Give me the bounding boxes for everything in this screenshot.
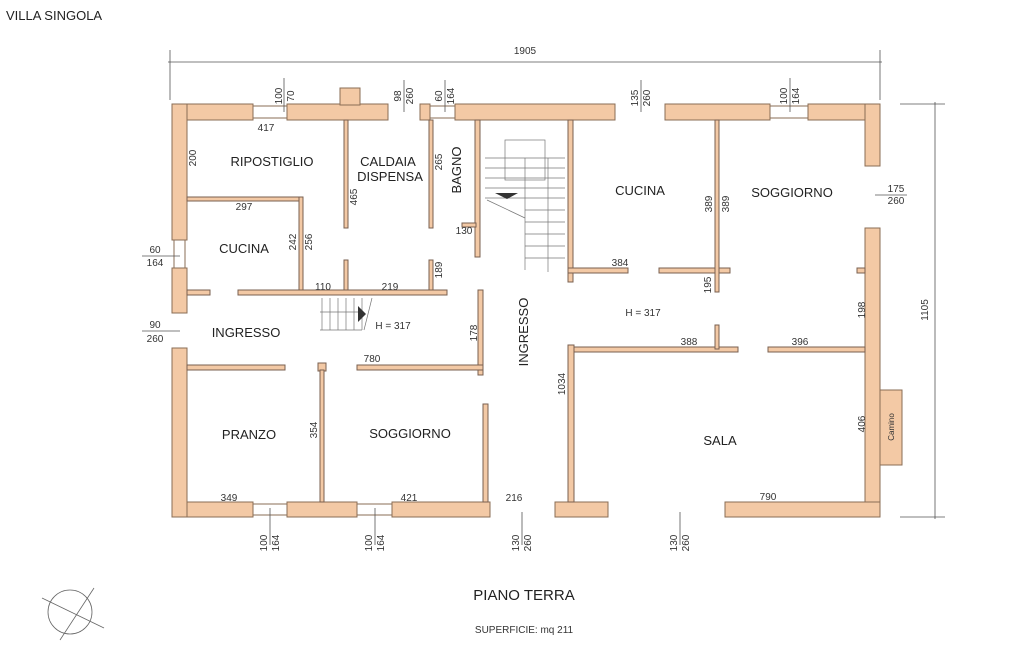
- room-cucina-left: CUCINA: [219, 241, 269, 256]
- main-staircase: [485, 139, 565, 272]
- opening-width: 100: [259, 534, 270, 551]
- dim: 406: [857, 415, 868, 432]
- dim-total-depth: 1105: [920, 299, 931, 321]
- dim: 189: [434, 261, 445, 278]
- room-cucina-right: CUCINA: [615, 183, 665, 198]
- dim: 396: [792, 337, 809, 348]
- window: [429, 105, 456, 119]
- opening-height: 70: [286, 90, 297, 102]
- dim: 388: [681, 337, 698, 348]
- dim: 384: [612, 258, 629, 269]
- opening-height: 164: [376, 534, 387, 551]
- opening-width: 175: [888, 184, 905, 195]
- dim: 265: [434, 153, 445, 170]
- dim: 242: [288, 233, 299, 250]
- exterior-walls: [171, 87, 903, 518]
- interior-walls: [186, 119, 866, 503]
- room-ingresso-left: INGRESSO: [212, 325, 281, 340]
- document-title: VILLA SINGOLA: [6, 8, 102, 23]
- opening-height: 260: [523, 534, 534, 551]
- wall-dimensions: 417 200 297 242 256 465 265 130 110 219 …: [188, 123, 868, 504]
- chimney-flue: [339, 87, 361, 106]
- dim: 110: [315, 282, 331, 293]
- opening-width: 100: [779, 87, 790, 104]
- north-compass-icon: [41, 587, 105, 641]
- room-dispensa: DISPENSA: [357, 169, 423, 184]
- opening-width: 60: [434, 90, 445, 102]
- dim: 1034: [557, 372, 568, 395]
- opening-width: 100: [274, 87, 285, 104]
- plan-title: PIANO TERRA: [473, 587, 574, 604]
- stair-arrow-icon: [358, 306, 366, 322]
- window: [769, 105, 809, 119]
- dim: 219: [382, 282, 399, 293]
- window: [252, 105, 288, 119]
- surface-area: SUPERFICIE: mq 211: [475, 625, 574, 636]
- dim: 465: [349, 188, 360, 205]
- room-bagno: BAGNO: [449, 147, 464, 194]
- room-pranzo: PRANZO: [222, 427, 276, 442]
- opening-width: 98: [393, 90, 404, 102]
- dim: 421: [401, 493, 418, 504]
- opening-height: 260: [642, 89, 653, 106]
- label-camino: Camino: [887, 413, 896, 441]
- opening-height: 260: [147, 334, 164, 345]
- opening-height: 164: [446, 87, 457, 104]
- overall-dimensions: 1905 1105: [168, 46, 945, 519]
- height-right: H = 317: [625, 308, 661, 319]
- secondary-staircase: [320, 297, 373, 331]
- opening-height: 260: [681, 534, 692, 551]
- dim: 389: [721, 195, 732, 212]
- room-ripostiglio: RIPOSTIGLIO: [230, 154, 313, 169]
- dim: 417: [258, 123, 275, 134]
- dim: 349: [221, 493, 238, 504]
- room-caldaia: CALDAIA: [360, 154, 416, 169]
- room-soggiorno-left: SOGGIORNO: [369, 426, 451, 441]
- opening-width: 130: [669, 534, 680, 551]
- opening-height: 164: [271, 534, 282, 551]
- dim: 178: [469, 324, 480, 341]
- height-left: H = 317: [375, 321, 411, 332]
- room-soggiorno-right: SOGGIORNO: [751, 185, 833, 200]
- opening-height: 164: [147, 258, 164, 269]
- dim-total-width: 1905: [514, 46, 537, 57]
- window: [356, 503, 393, 516]
- dim: 198: [857, 301, 868, 318]
- opening-height: 260: [405, 87, 416, 104]
- dim: 790: [760, 492, 777, 503]
- dim: 297: [236, 202, 253, 213]
- opening-width: 100: [364, 534, 375, 551]
- dim: 195: [703, 276, 714, 293]
- room-ingresso-center: INGRESSO: [516, 298, 531, 367]
- opening-width: 130: [511, 534, 522, 551]
- dim: 389: [704, 195, 715, 212]
- opening-width: 60: [149, 245, 161, 256]
- window: [173, 239, 186, 269]
- opening-width: 90: [149, 320, 161, 331]
- dim: 200: [188, 149, 199, 166]
- dim: 256: [304, 233, 315, 250]
- dim: 130: [456, 226, 473, 237]
- stair-arrow-icon: [495, 193, 518, 199]
- opening-height: 260: [888, 196, 905, 207]
- opening-width: 135: [630, 89, 641, 106]
- room-sala: SALA: [703, 433, 737, 448]
- dim: 780: [364, 354, 381, 365]
- fireplace: [879, 389, 903, 466]
- room-labels: RIPOSTIGLIO CALDAIA DISPENSA BAGNO CUCIN…: [212, 147, 896, 448]
- opening-height: 164: [791, 87, 802, 104]
- dim: 354: [309, 421, 320, 438]
- dim: 216: [506, 493, 523, 504]
